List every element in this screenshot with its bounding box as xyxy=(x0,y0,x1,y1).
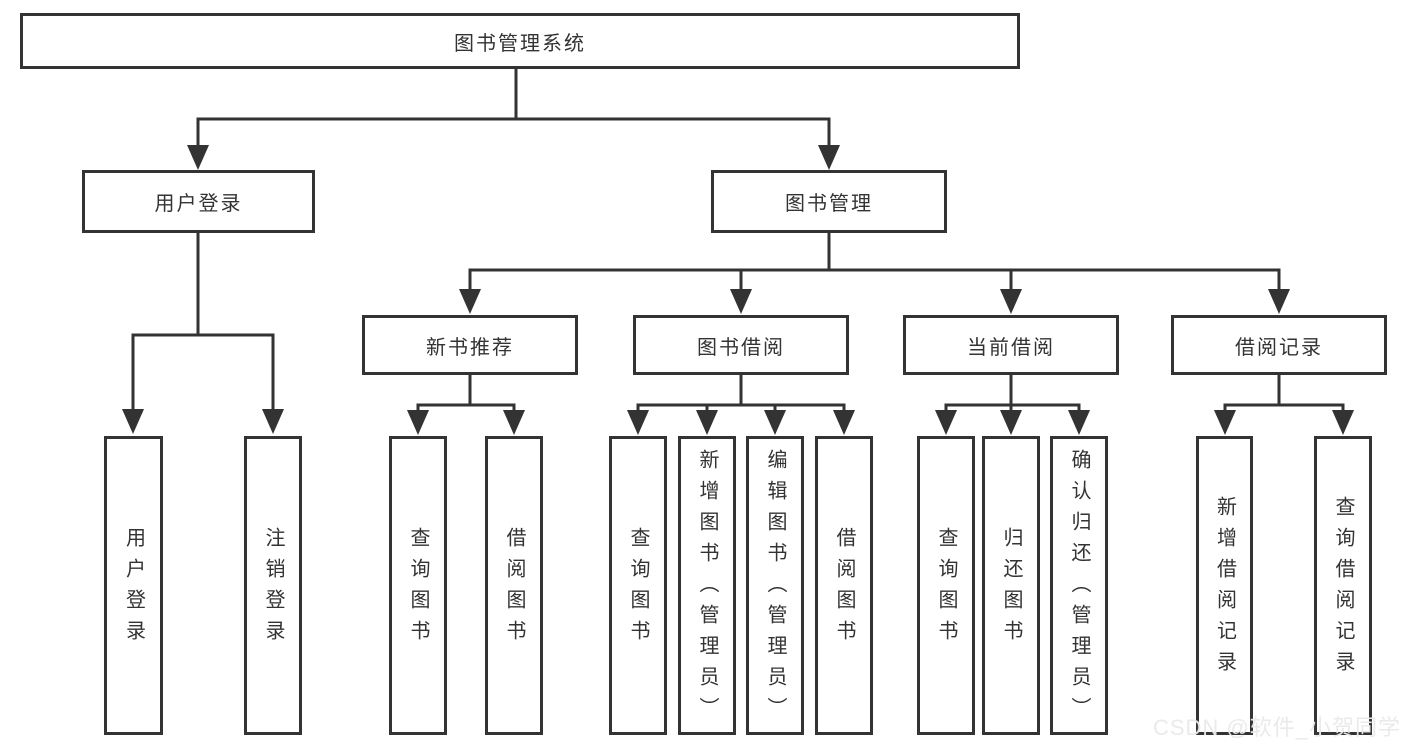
csdn-watermark: CSDN @软件_小贺同学 xyxy=(1152,715,1401,740)
arrowheads xyxy=(122,145,1354,435)
node-borrowing-records: 借阅记录 xyxy=(1171,315,1387,375)
node-user-login: 用户登录 xyxy=(82,170,315,233)
node-book-management: 图书管理 xyxy=(711,170,947,233)
node-new-book-recommend: 新书推荐 xyxy=(362,315,578,375)
leaf-query-books-recommend: 查询图书 xyxy=(389,436,447,735)
leaf-query-books-borrowing: 查询图书 xyxy=(609,436,667,735)
leaf-borrow-books: 借阅图书 xyxy=(815,436,873,735)
leaf-add-books-admin: 新增图书（管理员） xyxy=(678,436,736,735)
leaf-add-borrow-record: 新增借阅记录 xyxy=(1196,436,1253,735)
node-root-library-system: 图书管理系统 xyxy=(20,13,1020,69)
leaf-user-login: 用户登录 xyxy=(104,436,163,735)
node-book-borrowing: 图书借阅 xyxy=(633,315,849,375)
leaf-logout: 注销登录 xyxy=(244,436,302,735)
leaf-return-books: 归还图书 xyxy=(982,436,1040,735)
leaf-confirm-return-admin: 确认归还（管理员） xyxy=(1050,436,1108,735)
leaf-query-borrow-record: 查询借阅记录 xyxy=(1314,436,1372,735)
leaf-borrow-books-recommend: 借阅图书 xyxy=(485,436,543,735)
node-current-borrowing: 当前借阅 xyxy=(903,315,1119,375)
leaf-edit-books-admin: 编辑图书（管理员） xyxy=(746,436,804,735)
leaf-query-books-current: 查询图书 xyxy=(917,436,975,735)
